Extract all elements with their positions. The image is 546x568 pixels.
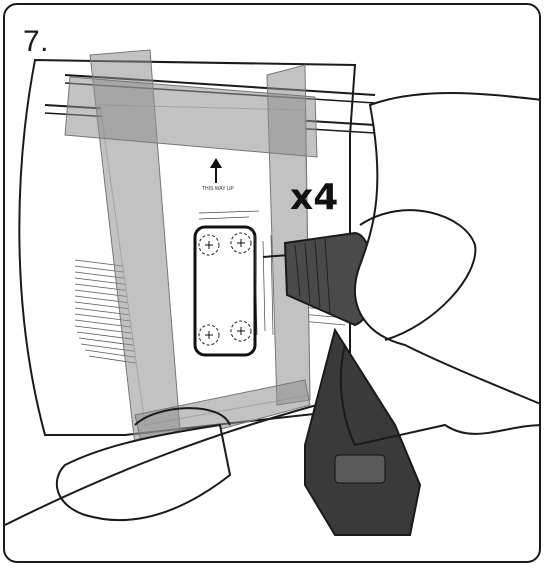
mounting-illustration <box>5 5 541 563</box>
illustration-frame: 7. x4 THIS WAY UP <box>3 3 541 563</box>
this-way-up-label: THIS WAY UP <box>202 186 234 192</box>
step-number: 7. <box>23 25 49 59</box>
screw-count-label: x4 <box>290 177 338 218</box>
